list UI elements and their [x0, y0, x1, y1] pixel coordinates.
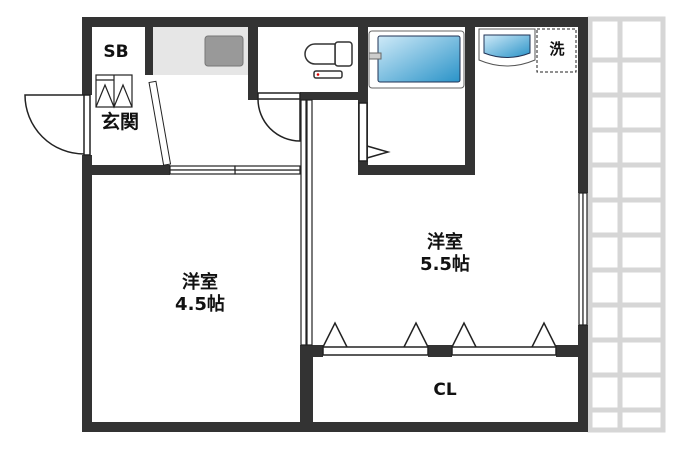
entrance-door[interactable]	[24, 94, 91, 156]
room1-sliding-door[interactable]	[169, 165, 301, 175]
kitchen-sink	[204, 35, 244, 67]
bath-door[interactable]	[358, 102, 391, 162]
washbasin	[478, 28, 536, 67]
kitchen-partition	[148, 80, 172, 166]
laundry-label: 洗	[549, 40, 565, 58]
entrance-label: 玄関	[100, 111, 139, 133]
window	[578, 192, 588, 326]
sb-label: SB	[103, 42, 129, 62]
room1-name: 洋室	[182, 272, 218, 293]
shoe-cabinet	[95, 74, 133, 109]
walls	[82, 17, 588, 432]
room1-label: 洋室 4.5帖	[150, 272, 250, 315]
toilet-door[interactable]	[257, 92, 301, 142]
bathtub	[368, 30, 465, 89]
partition-sliding-door[interactable]	[300, 99, 313, 346]
washing-machine-space	[536, 28, 577, 73]
room1-size: 4.5帖	[175, 293, 225, 315]
toilet	[304, 41, 353, 79]
closet-label: CL	[433, 380, 457, 400]
room2-label: 洋室 5.5帖	[395, 232, 495, 275]
room2-size: 5.5帖	[420, 253, 470, 275]
room2-name: 洋室	[427, 232, 463, 253]
closet-doors[interactable]	[322, 321, 557, 356]
balcony	[587, 16, 666, 433]
